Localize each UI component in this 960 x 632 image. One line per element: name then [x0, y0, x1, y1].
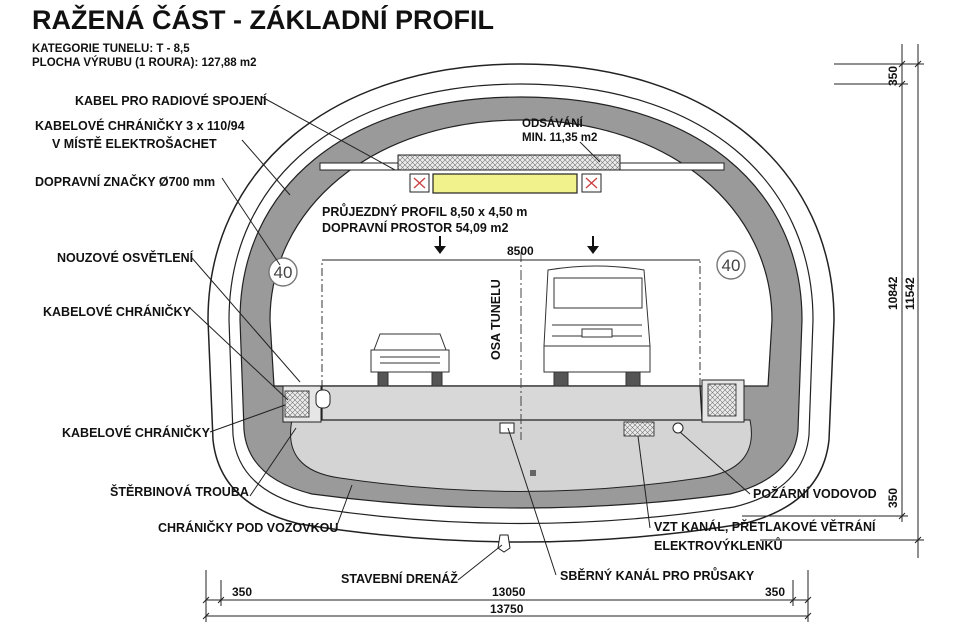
inner-width-dim: 8500 — [507, 244, 534, 258]
fan-left-icon — [413, 177, 426, 189]
speed-sign-left — [268, 257, 298, 287]
dim-10842: 10842 — [886, 276, 900, 310]
arrow-down-right-icon — [587, 236, 599, 254]
fire-water-pipe — [672, 422, 684, 434]
excavation-area: PLOCHA VÝRUBU (1 ROURA): 127,88 m2 — [32, 56, 257, 69]
cable-tray — [432, 173, 578, 194]
road-slab — [321, 385, 703, 421]
dim-11542: 11542 — [903, 277, 917, 310]
fan-right-icon — [585, 177, 598, 189]
drain-pipe-left — [315, 389, 331, 409]
clearance-profile-label: PRŮJEZDNÝ PROFIL 8,50 x 4,50 m — [322, 203, 527, 219]
slot-drain-label: ŠTĚRBINOVÁ TROUBA — [110, 484, 249, 499]
extraction-area-label: MIN. 11,35 m2 — [522, 132, 597, 144]
truck-icon — [543, 265, 651, 387]
traffic-space-label: DOPRAVNÍ PROSTOR 54,09 m2 — [322, 220, 508, 235]
tunnel-axis-label: OSA TUNELU — [489, 279, 503, 360]
leader-lines — [189, 96, 751, 581]
cable-conduits-mid-label: KABELOVÉ CHRÁNIČKY — [43, 304, 192, 319]
collector-channel-label: SBĚRNÝ KANÁL PRO PRŮSAKY — [560, 567, 755, 583]
dim-right-top-350: 350 — [886, 66, 900, 86]
drawing-title: RAŽENÁ ČÁST - ZÁKLADNÍ PROFIL — [32, 4, 494, 35]
dim-13750: 13750 — [490, 602, 524, 616]
invert-area — [290, 419, 752, 492]
cable-conduits-low-label: KABELOVÉ CHRÁNIČKY — [62, 425, 211, 440]
vzt-duct-label: VZT KANÁL, PŘETLAKOVÉ VĚTRÁNÍ — [654, 519, 876, 534]
extraction-label: ODSÁVÁNÍ — [522, 117, 584, 130]
bottom-dimensions — [202, 570, 812, 622]
cable-duct-left — [284, 390, 310, 418]
construction-drain — [497, 534, 511, 553]
cable-conduits-top-label: KABELOVÉ CHRÁNIČKY 3 x 110/94 — [35, 118, 245, 133]
cable-conduits-top-label-2: V MÍSTĚ ELEKTROŠACHET — [52, 136, 217, 151]
under-road-conduits-label: CHRÁNIČKY POD VOZOVKOU — [158, 520, 338, 535]
dim-right-350: 350 — [765, 585, 785, 599]
dim-right-bottom-350: 350 — [886, 488, 900, 508]
vzt-duct — [623, 421, 655, 437]
arrow-down-left-icon — [434, 236, 446, 254]
construction-drain-label: STAVEBNÍ DRENÁŽ — [341, 571, 458, 586]
emergency-lighting-label: NOUZOVÉ OSVĚTLENÍ — [57, 250, 194, 265]
collector-channel — [499, 422, 515, 434]
right-dimensions — [742, 44, 924, 558]
cable-duct-right — [707, 383, 737, 417]
vzt-duct-label-2: ELEKTROVÝKLENKŮ — [654, 537, 782, 553]
dim-13050: 13050 — [492, 585, 526, 599]
car-icon — [370, 333, 450, 387]
tunnel-category: KATEGORIE TUNELU: T - 8,5 — [32, 43, 190, 55]
ceiling-hatch — [397, 154, 621, 171]
traffic-signs-label: DOPRAVNÍ ZNAČKY Ø700 mm — [35, 174, 215, 189]
radio-cable-label: KABEL PRO RADIOVÉ SPOJENÍ — [75, 93, 267, 108]
speed-sign-right-value: 40 — [722, 256, 741, 275]
speed-sign-right — [716, 250, 746, 280]
fire-water-label: POŽÁRNÍ VODOVOD — [753, 486, 877, 501]
drain-marker — [530, 470, 536, 476]
dim-left-350: 350 — [232, 585, 252, 599]
speed-sign-left-value: 40 — [274, 263, 293, 282]
